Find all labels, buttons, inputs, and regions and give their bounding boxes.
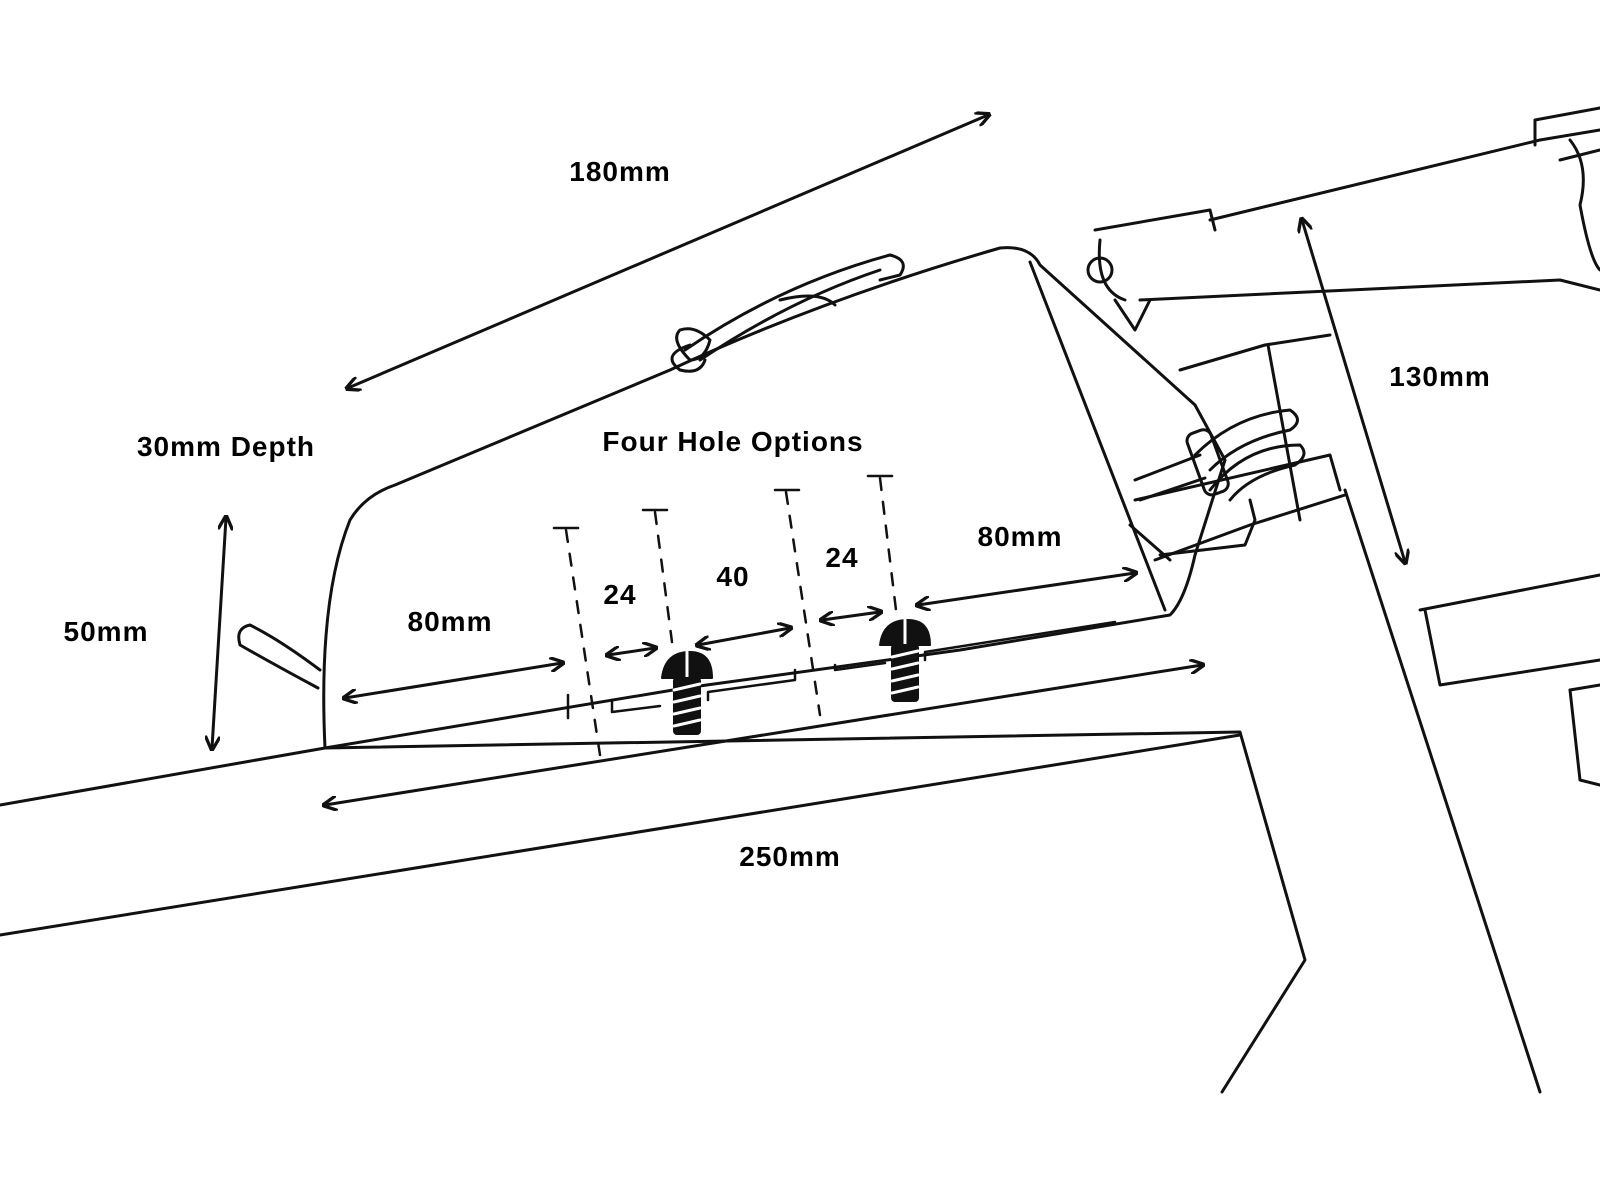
head-tube <box>1153 333 1542 1094</box>
label-height-left: 50mm <box>63 616 149 647</box>
label-depth: 30mm Depth <box>136 431 316 462</box>
drawstring <box>670 253 905 373</box>
label-gap-a: 24 <box>603 579 637 610</box>
arrow-180mm <box>348 115 988 388</box>
tail-loop <box>237 623 322 690</box>
label-gap-c: 24 <box>825 542 859 573</box>
arrow-250mm <box>325 665 1202 805</box>
arrow-80mm-right <box>918 573 1135 605</box>
arrow-80mm-left <box>345 663 562 698</box>
top-tube <box>0 730 1307 1094</box>
label-base-length: 250mm <box>739 841 841 872</box>
label-left-offset: 80mm <box>407 606 493 637</box>
screw-icon <box>879 618 931 702</box>
screw-icon <box>661 650 713 735</box>
stem <box>1086 106 1600 332</box>
hole-guide-caps <box>552 474 894 530</box>
headset <box>1133 453 1600 787</box>
label-right-offset: 80mm <box>977 521 1063 552</box>
arrow-40 <box>698 628 790 645</box>
bag-body <box>322 246 1257 750</box>
label-title-holes: Four Hole Options <box>602 426 864 457</box>
arrow-24-left <box>608 648 655 655</box>
dimension-arrows <box>212 115 1405 805</box>
arrow-50mm <box>212 518 226 748</box>
arrow-24-right <box>822 612 880 620</box>
arrow-130mm <box>1302 220 1405 562</box>
label-height-right: 130mm <box>1389 361 1491 392</box>
mount-strip <box>566 620 1117 720</box>
buckle-icon <box>1133 408 1306 502</box>
label-gap-b: 40 <box>716 561 750 592</box>
label-length-top: 180mm <box>569 156 671 187</box>
